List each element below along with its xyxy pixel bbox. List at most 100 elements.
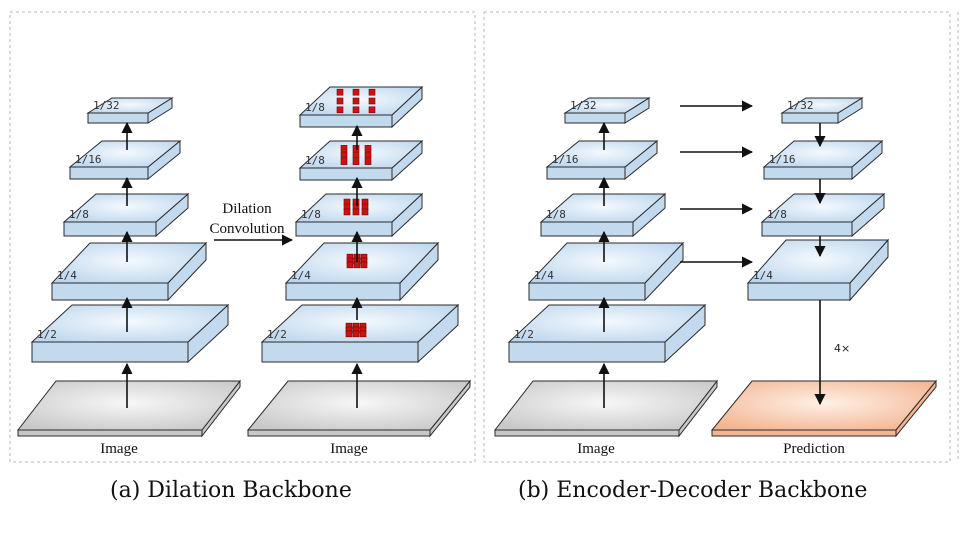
kernel-cell (343, 208, 351, 216)
panel-a-left-layer-1-top-face (30, 304, 230, 343)
panel-b-encoder-layer-1-top-face (507, 304, 707, 343)
panel-a-right-image-base: Image (246, 379, 472, 457)
panel-b-decoder-layer-2: 1/8 (760, 192, 886, 238)
panel-b-encoder-layer-2-scale-label: 1/4 (534, 269, 554, 282)
panel-b-encoder-layer-5-front-face (564, 112, 626, 124)
panel-a-right-layer-5-front-face (299, 114, 393, 128)
panel-a-left-layer-3: 1/8 (62, 192, 190, 238)
kernel-cell (352, 208, 360, 216)
panel-a-right-layer-2: 1/4 (284, 241, 440, 302)
panel-b-decoder-layer-2-scale-label: 1/8 (767, 208, 787, 221)
kernel-cell (360, 261, 368, 269)
panel-a-left-layer-2-top-face (50, 242, 208, 284)
panel-b-encoder-layer-3: 1/8 (539, 192, 667, 238)
panel-a-right-layer-2-front-face (285, 282, 401, 301)
kernel-cell (352, 151, 360, 159)
panel-b-prediction-base-front-face (711, 429, 897, 437)
panel-b-encoder-layer-4-top-face (545, 140, 659, 168)
kernel-cell (361, 208, 369, 216)
panel-a-left-layer-1: 1/2 (30, 303, 230, 364)
panel-a-left-layer-4: 1/16 (68, 139, 182, 181)
panel-a-right-image-base-caption: Image (330, 441, 368, 457)
panel-a-left-layer-3-scale-label: 1/8 (69, 208, 89, 221)
panel-a-right-layer-1-front-face (261, 341, 419, 363)
panel-b-decoder-layer-1-scale-label: 1/4 (753, 269, 773, 282)
panel-a-right-layer-5-scale-label: 1/8 (305, 101, 325, 114)
panel-b-decoder-layer-3-scale-label: 1/16 (769, 153, 796, 166)
panel-b-decoder-layer-4-front-face (781, 112, 839, 124)
panel-a-left-image-base-caption: Image (100, 441, 138, 457)
panel-a-left-layer-5-front-face (87, 112, 149, 124)
kernel-cell (368, 97, 376, 105)
panel-b-encoder-image-base-front-face (494, 429, 680, 437)
flow-arrows (121, 100, 826, 408)
panel-b-encoder-layer-4-scale-label: 1/16 (552, 153, 579, 166)
panel-b-decoder-layer-4-top-face (780, 97, 864, 114)
panel-a-left-image-base: Image (16, 379, 242, 457)
upsample-factor-label: 4× (834, 342, 850, 355)
kernel-cell (340, 158, 348, 165)
panel-a-left-layer-4-scale-label: 1/16 (75, 153, 102, 166)
kernel-cell (336, 106, 344, 114)
panel-b-encoder-image-base: Image (493, 379, 719, 457)
kernel-cell (364, 158, 372, 165)
panel-a-right-layer-4-top-face (298, 140, 424, 169)
panel-a-left-layer-1-front-face (31, 341, 189, 363)
panel-a-right-layer-3-scale-label: 1/8 (301, 208, 321, 221)
panel-a-right-layer-5: 1/8 (298, 85, 424, 129)
panel-b-decoder-layer-1: 1/4 (746, 238, 890, 302)
kernel-cell (352, 106, 360, 114)
panel-b-prediction-base: Prediction (710, 379, 938, 457)
panel-a-left-layer-4-top-face (68, 140, 182, 168)
panel-b-decoder-layer-4-scale-label: 1/32 (787, 99, 814, 112)
panel-a-left-layer-1-scale-label: 1/2 (37, 328, 57, 341)
panel-b-decoder-layer-3: 1/16 (762, 139, 884, 181)
panel-b-encoder-image-base-top-face (493, 380, 719, 431)
kernel-cell (352, 330, 360, 338)
kernel-cell (364, 151, 372, 159)
panel-b-border (483, 11, 951, 463)
panel-b-encoder-layer-1-front-face (508, 341, 666, 363)
panel-b-prediction-base-caption: Prediction (783, 441, 845, 457)
panel-a-right-layer-4: 1/8 (298, 139, 424, 182)
panel-b-encoder-layer-4-front-face (546, 166, 626, 180)
panel-a-left-image-base-top-face (16, 380, 242, 431)
kernel-cell (340, 145, 348, 152)
panel-a-left-layer-2-front-face (51, 282, 169, 301)
panel-b-decoder-layer-2-front-face (761, 221, 853, 237)
panel-b-encoder-layer-1-scale-label: 1/2 (514, 328, 534, 341)
transition-label-line1: Dilation (222, 201, 272, 217)
kernel-cell (336, 97, 344, 105)
panel-a-left-layer-2: 1/4 (50, 241, 208, 302)
kernel-cell (364, 145, 372, 152)
panel-b-decoder-layer-1-front-face (747, 282, 851, 301)
kernel-cell (352, 145, 360, 152)
panel-b-encoder-layer-5-top-face (563, 97, 651, 114)
panel-a-right-layer-5-top-face (298, 86, 424, 116)
panel-b-encoder-image-base-caption: Image (577, 441, 615, 457)
panel-a-left-layer-5: 1/32 (86, 97, 174, 124)
panel-a-right-image-base-top-face (246, 380, 472, 431)
panel-a-left-layer-5-top-face (86, 97, 174, 114)
panel-b-prediction-base-top-face (710, 380, 938, 431)
panel-b-decoder-layer-2-top-face (760, 193, 886, 223)
panel-b-decoder-layer-3-top-face (762, 140, 884, 168)
panel-a-left-layer-5-scale-label: 1/32 (93, 99, 120, 112)
panel-a-right-layer-2-scale-label: 1/4 (291, 269, 311, 282)
panel-a-border (9, 11, 476, 463)
panel-b-encoder-layer-2-front-face (528, 282, 646, 301)
kernel-cell (336, 88, 344, 96)
panel-b-encoder-layer-4: 1/16 (545, 139, 659, 181)
kernel-cell (368, 88, 376, 96)
panel-a-right-layer-1-scale-label: 1/2 (267, 328, 287, 341)
panel-b-encoder-layer-2-top-face (527, 242, 685, 284)
kernel-cell (352, 88, 360, 96)
kernel-cell (345, 330, 353, 338)
panel-b-encoder-layer-3-front-face (540, 221, 634, 237)
panel-a-right-layer-4-scale-label: 1/8 (305, 154, 325, 167)
panel-b-encoder-layer-3-top-face (539, 193, 667, 223)
transition-label-line2: Convolution (209, 221, 285, 237)
kernel-cell (352, 97, 360, 105)
